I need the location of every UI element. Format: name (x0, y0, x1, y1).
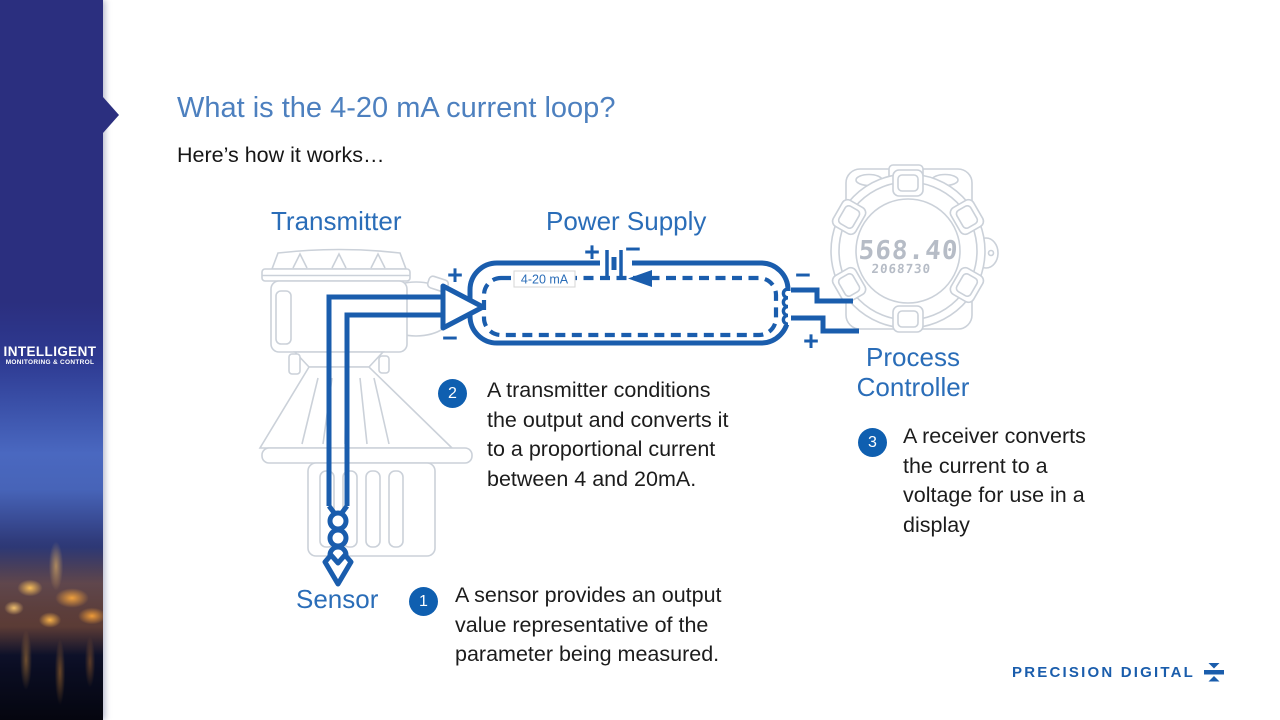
wire-to-controller-bottom (791, 315, 859, 334)
brand-line2: MONITORING & CONTROL (5, 359, 95, 366)
polarity-batt-plus: + (584, 237, 600, 267)
logo-text: PRECISION DIGITAL (1012, 663, 1195, 681)
sensor-probe-symbol (322, 510, 354, 587)
meter-display-secondary: 2068730 (871, 261, 932, 276)
polarity-load-plus: + (803, 326, 819, 356)
loop-outer-wire (467, 260, 791, 346)
transmitter-label: Transmitter (271, 206, 402, 236)
step-3-badge: 3 (858, 428, 887, 457)
step-2-text: A transmitter conditions the output and … (487, 378, 729, 491)
precision-digital-logo: PRECISION DIGITAL (1012, 662, 1224, 682)
step-3-text: A receiver converts the current to a vol… (903, 424, 1086, 537)
sensor-wire-left (326, 294, 444, 506)
loop-current-dashed-path (481, 275, 779, 338)
precision-digital-logo-mark (1204, 663, 1224, 682)
meter-display-primary: 568.40 (858, 236, 960, 266)
step-1-badge: 1 (409, 587, 438, 616)
wire-to-controller-top (791, 287, 853, 304)
polarity-amp-minus: − (442, 323, 458, 353)
sensor-wire-join (327, 504, 349, 516)
loop-current-label: 4-20 mA (521, 273, 569, 287)
polarity-amp-plus: + (447, 260, 463, 290)
transmitter-drawing (258, 248, 473, 557)
step-2-badge: 2 (438, 379, 467, 408)
loop-current-tag: 4-20 mA (513, 270, 576, 288)
battery-symbol (600, 250, 632, 277)
brand-line1: INTELLIGENT (3, 344, 97, 359)
load-resistor-symbol (781, 287, 794, 326)
sensor-wire-right (344, 312, 444, 506)
process-controller-drawing: 568.40 2068730 (830, 164, 999, 333)
sensor-label: Sensor (296, 584, 379, 614)
power-supply-label: Power Supply (546, 206, 707, 236)
page-title: What is the 4-20 mA current loop? (177, 92, 616, 124)
sidebar-arrow-decoration (103, 97, 119, 133)
brand-block: INTELLIGENT MONITORING & CONTROL (0, 344, 100, 367)
step-1-text: A sensor provides an output value repres… (455, 583, 722, 666)
page-subtitle: Here’s how it works… (177, 143, 385, 167)
industrial-plant-night-image (0, 0, 103, 720)
sidebar-photo-strip: INTELLIGENT MONITORING & CONTROL (0, 0, 103, 720)
process-controller-label: Process Controller (856, 342, 970, 402)
polarity-load-minus: − (795, 260, 811, 290)
amplifier-symbol (440, 283, 486, 331)
polarity-batt-minus: − (625, 234, 641, 264)
current-direction-arrow (628, 270, 652, 287)
